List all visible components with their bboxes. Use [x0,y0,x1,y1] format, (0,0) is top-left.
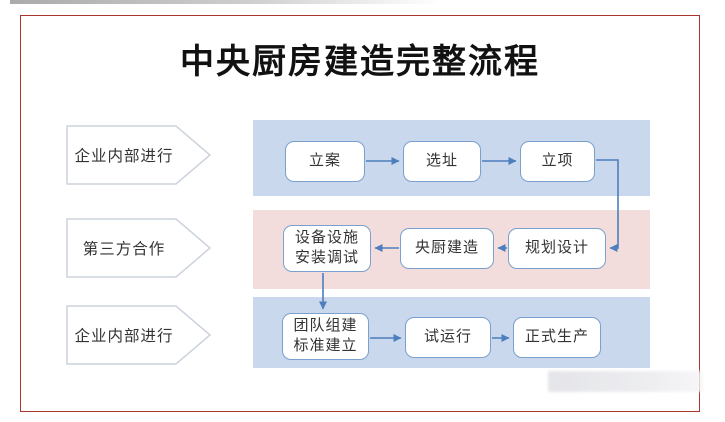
pentagon-shape [66,305,212,365]
node-project-approval: 立项 [520,141,595,182]
node-trial-run: 试运行 [405,317,491,358]
lane-label-internal-2: 企业内部进行 [66,305,212,365]
lane-label-text: 第三方合作 [82,241,166,258]
watermark-smudge [548,371,703,392]
diagram-title: 中央厨房建造完整流程 [180,44,540,81]
pentagon-shape [66,218,212,278]
node-kitchen-construction: 央厨建造 [400,228,494,269]
node-planning-design: 规划设计 [508,228,606,269]
lane-label-text: 企业内部进行 [74,328,174,345]
lane-label-internal-1: 企业内部进行 [66,125,212,185]
node-equipment-installation: 设备设施 安装调试 [283,225,371,272]
top-edge-artifact [10,0,440,4]
node-filing: 立案 [285,141,365,182]
node-official-production: 正式生产 [513,317,601,358]
pentagon-shape [66,125,212,185]
node-team-building: 团队组建 标准建立 [282,313,369,360]
lane-label-text: 企业内部进行 [74,148,174,165]
lane-label-thirdparty: 第三方合作 [66,218,212,278]
node-site-selection: 选址 [403,141,481,182]
